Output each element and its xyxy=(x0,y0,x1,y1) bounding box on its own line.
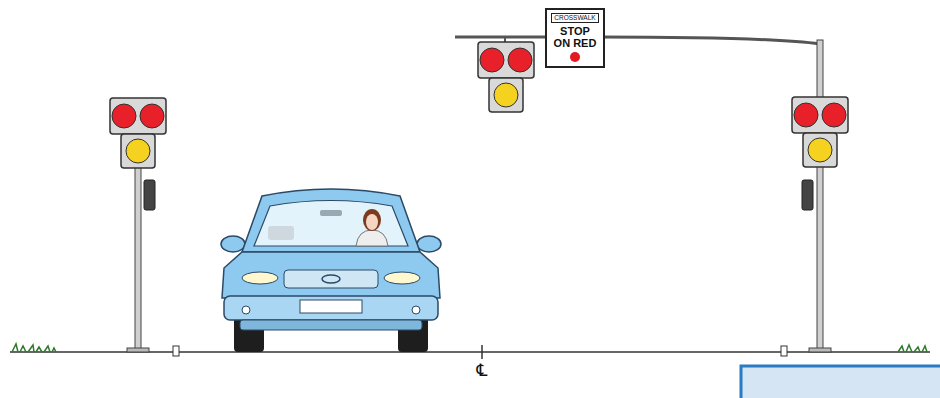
panel-corner xyxy=(741,366,940,398)
centerline-tick xyxy=(481,345,483,359)
grass xyxy=(898,345,927,352)
car xyxy=(221,189,441,352)
sign-heading: CROSSWALK xyxy=(551,13,598,23)
red-dot xyxy=(570,52,580,62)
pole-base xyxy=(809,348,831,352)
push-button xyxy=(802,180,813,210)
signal-head xyxy=(478,42,534,112)
signal-head xyxy=(110,98,166,168)
sign-text: STOP ON RED xyxy=(552,25,598,49)
push-button xyxy=(144,180,155,210)
pole-base xyxy=(127,348,149,352)
centerline-symbol: ℄ xyxy=(477,362,488,379)
signal-head xyxy=(792,97,848,167)
crosswalk-sign: CROSSWALK STOP ON RED xyxy=(545,8,605,68)
grass xyxy=(12,344,56,352)
curb-mark xyxy=(781,346,787,356)
signal-pole xyxy=(135,166,141,350)
signal-pole xyxy=(817,40,823,350)
curb-mark xyxy=(173,346,179,356)
